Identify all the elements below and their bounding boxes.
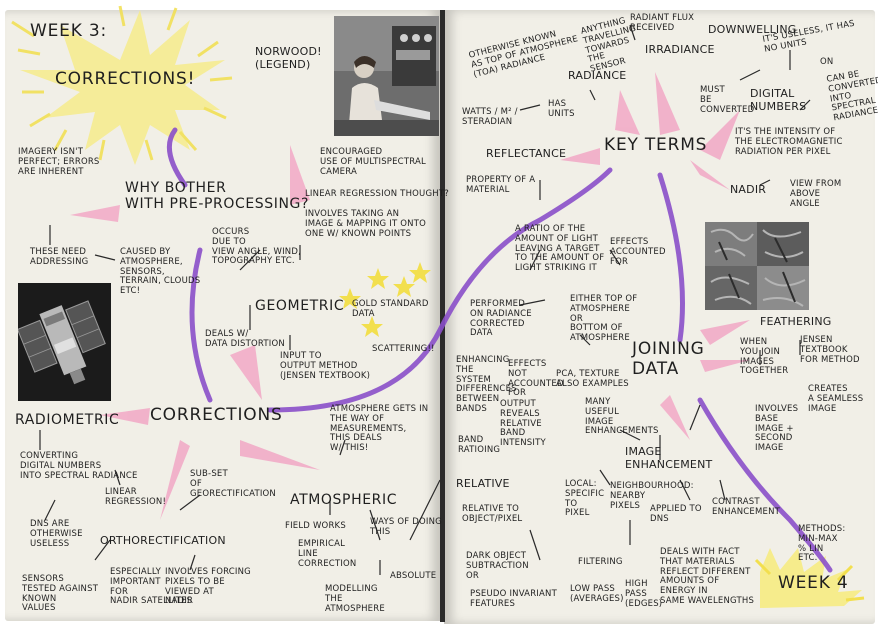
base-image-note: INVOLVES BASE IMAGE + SECOND IMAGE <box>755 404 799 454</box>
ratio-note: A RATIO OF THE AMOUNT OF LIGHT LEAVING A… <box>515 224 605 274</box>
deals-fact-note: DEALS WITH FACT THAT MATERIALS REFLECT D… <box>660 547 755 606</box>
view-from-note: VIEW FROM ABOVE ANGLE <box>790 179 842 209</box>
sensors-tested-note: SENSORS TESTED AGAINST KNOWN VALUES <box>22 574 99 614</box>
atmosphere-gets-note: ATMOSPHERE GETS IN THE WAY OF MEASUREMEN… <box>330 404 429 454</box>
scattering-note: SCATTERING!! <box>372 344 435 354</box>
must-be-converted-note: MUST BE CONVERTED <box>700 85 755 115</box>
input-output-note: INPUT TO OUTPUT METHOD (JENSEN TEXTBOOK) <box>280 351 371 381</box>
image-enhancement-node: IMAGE ENHANCEMENT <box>625 445 713 471</box>
property-note: PROPERTY OF A MATERIAL <box>466 175 536 195</box>
high-pass-note: HIGH PASS (EDGES) <box>625 579 663 609</box>
enhancing-note: ENHANCING THE SYSTEM DIFFERENCES BETWEEN… <box>456 355 517 414</box>
radiometric-node: RADIOMETRIC <box>15 412 120 428</box>
relative-node: RELATIVE <box>456 477 510 490</box>
effects-accounted-note: EFFECTS ACCOUNTED FOR <box>610 237 666 267</box>
linear-thought-note: LINEAR REGRESSION THOUGHT? <box>305 189 449 199</box>
filtering-node: FILTERING <box>578 557 623 567</box>
downwelling-node: DOWNWELLING <box>708 23 797 36</box>
caused-by-note: CAUSED BY ATMOSPHERE, SENSORS, TERRAIN, … <box>120 247 201 297</box>
week3-title: WEEK 3: <box>30 21 107 41</box>
converting-note: CONVERTING DIGITAL NUMBERS INTO SPECTRAL… <box>20 451 138 481</box>
reflectance-node: REFLECTANCE <box>486 147 567 160</box>
dark-object-note: DARK OBJECT SUBTRACTION OR <box>466 551 529 581</box>
encouraged-note: ENCOURAGED USE OF MULTISPECTRAL CAMERA <box>320 147 426 177</box>
intensity-note: IT'S THE INTENSITY OF THE ELECTROMAGNETI… <box>735 127 843 157</box>
many-enhancements-note: MANY USEFUL IMAGE ENHANCEMENTS <box>585 397 659 437</box>
joining-data-node: JOINING DATA <box>632 339 705 379</box>
seamless-note: CREATES A SEAMLESS IMAGE <box>808 384 864 414</box>
radiant-flux-note: RADIANT FLUX RECEIVED <box>630 13 695 33</box>
has-units-note: HAS UNITS <box>548 99 575 119</box>
involves-forcing-note: INVOLVES FORCING PIXELS TO BE VIEWED AT … <box>165 567 251 607</box>
empirical-note: EMPIRICAL LINE CORRECTION <box>298 539 357 569</box>
deals-distortion-note: DEALS W/ DATA DISTORTION <box>205 329 285 349</box>
corrections-node: CORRECTIONS <box>150 405 283 425</box>
local-note: LOCAL: SPECIFIC TO PIXEL <box>565 479 605 519</box>
effects-not-note: EFFECTS NOT ACCOUNTED FOR <box>508 359 564 399</box>
applied-dns-note: APPLIED TO DNS <box>650 504 702 524</box>
nadir-node: NADIR <box>730 183 767 196</box>
need-addressing-note: THESE NEED ADDRESSING <box>30 247 89 267</box>
geometric-node: GEOMETRIC <box>255 298 345 314</box>
ways-note: WAYS OF DOING THIS <box>370 517 442 537</box>
subset-note: SUB-SET OF GEORECTIFICATION <box>190 469 276 499</box>
dns-useless-note: DNS ARE OTHERWISE USELESS <box>30 519 83 549</box>
atmospheric-node: ATMOSPHERIC <box>290 492 398 508</box>
radiance-node: RADIANCE <box>568 69 627 82</box>
when-join-note: WHEN YOU JOIN IMAGES TOGETHER <box>740 337 789 377</box>
corrections-title: CORRECTIONS! <box>55 69 196 89</box>
feathering-node: FEATHERING <box>760 315 832 328</box>
modelling-note: MODELLING THE ATMOSPHERE <box>325 584 385 614</box>
irradiance-node: IRRADIANCE <box>645 43 715 56</box>
occurs-note: OCCURS DUE TO VIEW ANGLE, WIND, TOPOGRAP… <box>212 227 301 267</box>
field-works-note: FIELD WORKS <box>285 521 346 531</box>
jensen-method-note: JENSEN TEXTBOOK FOR METHOD <box>800 335 860 365</box>
especially-note: ESPECIALLY IMPORTANT FOR NADIR SATELLITE… <box>110 567 193 607</box>
imagery-note: IMAGERY ISN'T PERFECT; ERRORS ARE INHERE… <box>18 147 100 177</box>
low-pass-note: LOW PASS (AVERAGES) <box>570 584 624 604</box>
week4-label: WEEK 4 <box>778 573 849 593</box>
satellite-photo <box>18 283 111 401</box>
linear-regression-note: LINEAR REGRESSION! <box>105 487 167 507</box>
norwood-photo <box>334 16 439 136</box>
gold-standard-note: GOLD STANDARD DATA <box>352 299 429 319</box>
either-toa-note: EITHER TOP OF ATMOSPHERE OR BOTTOM OF AT… <box>570 294 638 344</box>
orthorectification-node: ORTHORECTIFICATION <box>100 534 226 547</box>
contrast-node: CONTRAST ENHANCEMENT <box>712 497 781 517</box>
pseudo-invariant-note: PSEUDO INVARIANT FEATURES <box>470 589 557 609</box>
norwood-label: NORWOOD! (LEGEND) <box>255 45 322 71</box>
output-reveals-note: OUTPUT REVEALS RELATIVE BAND INTENSITY <box>500 399 546 449</box>
neighbourhood-note: NEIGHBOURHOOD: NEARBY PIXELS <box>610 481 694 511</box>
methods-note: METHODS: MIN-MAX % LIN ETC. <box>798 524 846 564</box>
can-be-converted-note: CAN BE CONVERTED INTO SPECTRAL RADIANCE <box>825 69 878 124</box>
band-ratioing-node: BAND RATIOING <box>458 435 501 455</box>
key-terms-node: KEY TERMS <box>604 135 708 155</box>
performed-note: PERFORMED ON RADIANCE CORRECTED DATA <box>470 299 532 339</box>
pca-texture-note: PCA, TEXTURE ALSO EXAMPLES <box>556 369 629 389</box>
on-note: ON <box>820 57 834 67</box>
watts-note: WATTS / M² / STERADIAN <box>462 107 518 127</box>
relative-object-note: RELATIVE TO OBJECT/PIXEL <box>462 504 523 524</box>
mosaic-photo <box>705 222 809 310</box>
digital-numbers-node: DIGITAL NUMBERS <box>750 87 807 113</box>
involves-taking-note: INVOLVES TAKING AN IMAGE & MAPPING IT ON… <box>305 209 426 239</box>
why-bother-node: WHY BOTHER WITH PRE-PROCESSING? <box>125 180 310 213</box>
absolute-note: ABSOLUTE <box>390 571 437 581</box>
